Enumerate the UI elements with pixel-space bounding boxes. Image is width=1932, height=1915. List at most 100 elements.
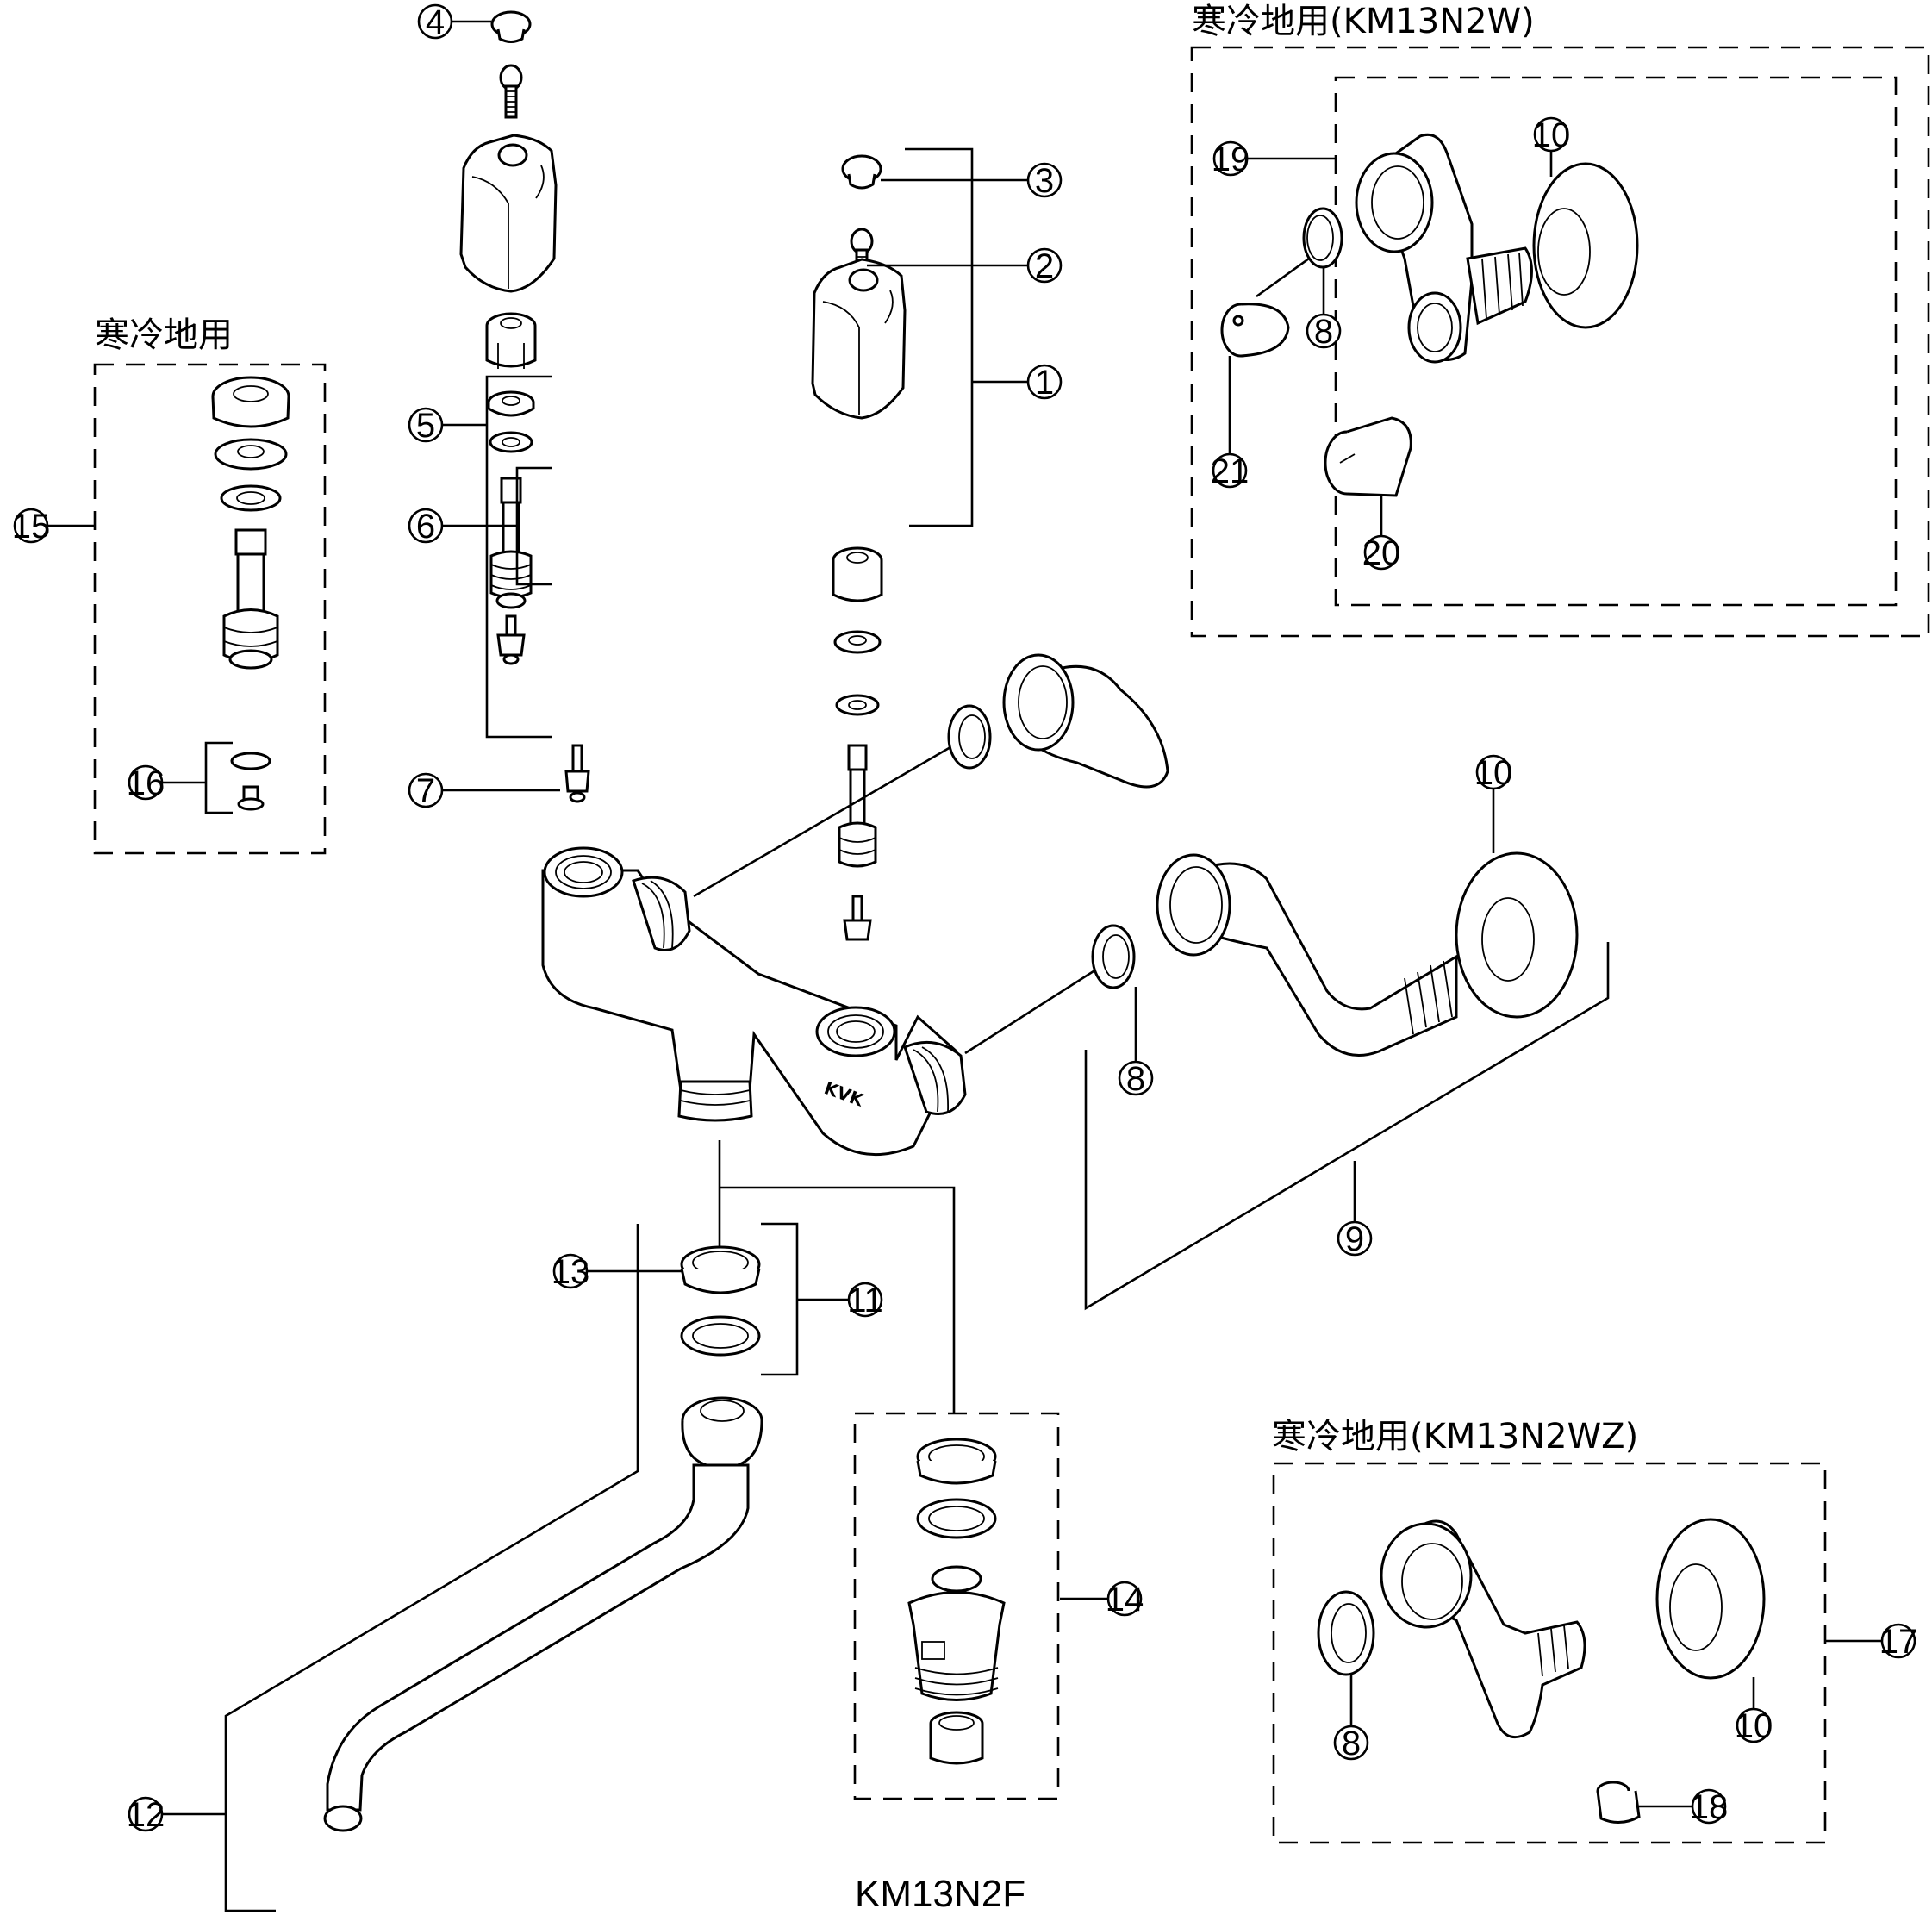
spout-ring-11 [680,1315,761,1357]
cold-region-box [93,363,327,855]
washer-8-bottom [1317,1590,1375,1676]
s-elbow-part [1156,853,1458,1057]
callout-8-middle: 8 [1118,987,1154,1098]
callout-20: 20 [1362,494,1401,572]
cold-gland-nut [211,376,290,428]
valve-seat-part [496,614,526,665]
gland-nut-part [485,312,537,369]
callout-21: 21 [1211,356,1250,490]
adapter-union [907,1565,1006,1701]
spout-ring-13 [680,1245,761,1294]
callout-14: 14 [1060,1581,1144,1619]
group-title-km13n2w: 寒冷地用(KM13N2W) [1192,2,1535,41]
drain-valve-20 [1324,416,1412,497]
svg-text:18: 18 [1690,1788,1729,1826]
leader-line [964,962,1106,1055]
spindle-part-right [838,744,877,868]
km13n2w-outer-box [1190,46,1930,638]
svg-text:12: 12 [127,1796,165,1834]
callout-13: 13 [552,1253,682,1291]
callout-16: 16 [127,741,233,814]
washer-part-right [833,630,882,654]
valve-seat-part-right [843,895,872,941]
svg-text:17: 17 [1879,1623,1918,1661]
svg-text:14: 14 [1106,1581,1144,1619]
washer-8-upper [947,704,992,770]
svg-text:6: 6 [416,508,435,546]
svg-text:4: 4 [426,3,445,41]
cold-packing [220,484,282,512]
faucet-body-part: KVK [541,846,967,1157]
elbow-fitting-km13n2w [1355,133,1533,364]
valve-seat-part-7 [564,744,590,803]
group-title-km13n2f: KM13N2F [855,1873,1025,1915]
cap-part-3 [841,154,882,190]
svg-text:10: 10 [1532,116,1571,154]
callout-10-middle: 10 [1474,754,1513,853]
cold-screw-16 [237,785,265,811]
packing-part [489,431,533,453]
elbow-fitting-upper [1002,653,1169,789]
washer-8-top [1302,207,1343,269]
callout-4: 4 [417,3,491,41]
adapter-ring-split [916,1498,997,1539]
svg-text:8: 8 [1314,313,1333,351]
svg-text:13: 13 [552,1253,590,1291]
svg-text:16: 16 [127,764,165,802]
aerator-part [929,1711,984,1765]
spout-part [323,1396,763,1832]
spindle-part [489,477,533,609]
washer-part [487,390,535,417]
callout-8-top: 8 [1306,267,1342,351]
packing-part-right [835,694,880,716]
callout-10-top: 10 [1532,116,1571,177]
callout-17: 17 [1825,1623,1917,1661]
svg-text:7: 7 [416,772,435,810]
escutcheon-10-top [1532,162,1639,329]
callout-1: 1 [905,147,1063,527]
svg-text:15: 15 [12,508,51,546]
group-title-km13n2wz: 寒冷地用(KM13N2WZ) [1272,1417,1638,1457]
screw-part [499,64,523,119]
callout-18: 18 [1637,1788,1728,1826]
elbow-fitting-km13n2wz [1380,1519,1586,1739]
leader-line [693,739,962,898]
svg-text:9: 9 [1345,1220,1364,1258]
gland-nut-part-right [832,546,883,602]
cap-part [490,10,532,43]
leader-line [720,1186,956,1413]
svg-text:19: 19 [1212,140,1250,178]
callout-8-bottom: 8 [1333,1675,1369,1762]
svg-text:8: 8 [1342,1725,1361,1762]
group-title-cold-region: 寒冷地用 [95,315,233,355]
cold-spindle [222,528,279,670]
callout-7: 7 [408,772,560,810]
drain-plug-18 [1596,1781,1641,1824]
callout-11: 11 [761,1222,883,1376]
handle-part [459,134,558,293]
escutcheon-10-middle [1455,851,1579,1019]
callout-15: 15 [12,508,95,546]
svg-text:10: 10 [1474,754,1513,792]
svg-text:11: 11 [847,1282,883,1319]
svg-text:1: 1 [1035,364,1054,402]
svg-text:5: 5 [416,407,435,445]
callout-19: 19 [1212,140,1336,178]
washer-8-middle [1091,924,1136,989]
handle-part-1 [811,258,907,420]
drain-plug-21 [1220,303,1290,358]
svg-text:20: 20 [1362,534,1401,572]
cold-washer-16 [230,752,271,770]
km13n2f-box [853,1412,1060,1800]
callout-10-bottom: 10 [1735,1677,1773,1745]
svg-text:21: 21 [1211,452,1250,490]
callout-2: 2 [867,247,1063,285]
leader-line [1256,250,1319,298]
callout-12: 12 [127,1224,639,1912]
escutcheon-10-bottom [1655,1518,1766,1680]
callout-5: 5 [408,375,552,739]
adapter-ring-top [916,1438,997,1485]
svg-text:8: 8 [1126,1060,1145,1098]
svg-text:3: 3 [1035,162,1054,200]
